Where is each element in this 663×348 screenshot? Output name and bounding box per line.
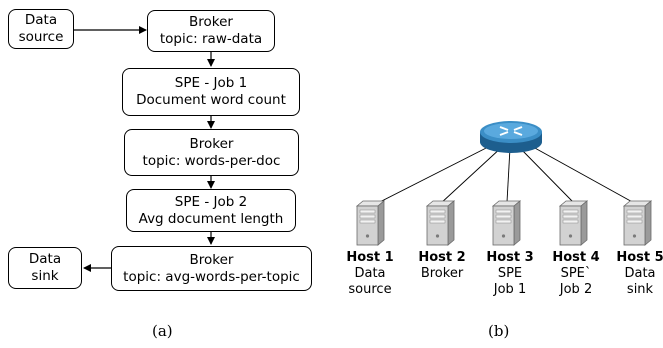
host-3-label: Host 3 SPE Job 1 — [486, 250, 534, 297]
server-icon — [621, 200, 653, 251]
server-icon — [557, 200, 589, 251]
host-4-label: Host 4 SPE` Job 2 — [552, 250, 600, 297]
server-icon — [354, 200, 386, 251]
router-icon — [478, 118, 544, 161]
host-1-label: Host 1 Data source — [346, 250, 394, 297]
caption-a: (a) — [152, 322, 173, 340]
server-icon — [424, 200, 456, 251]
host-2-label: Host 2 Broker — [418, 250, 466, 281]
server-icon — [490, 200, 522, 251]
network-links — [371, 141, 637, 207]
caption-b: (b) — [488, 322, 510, 340]
host-5-label: Host 5 Data sink — [616, 250, 663, 297]
